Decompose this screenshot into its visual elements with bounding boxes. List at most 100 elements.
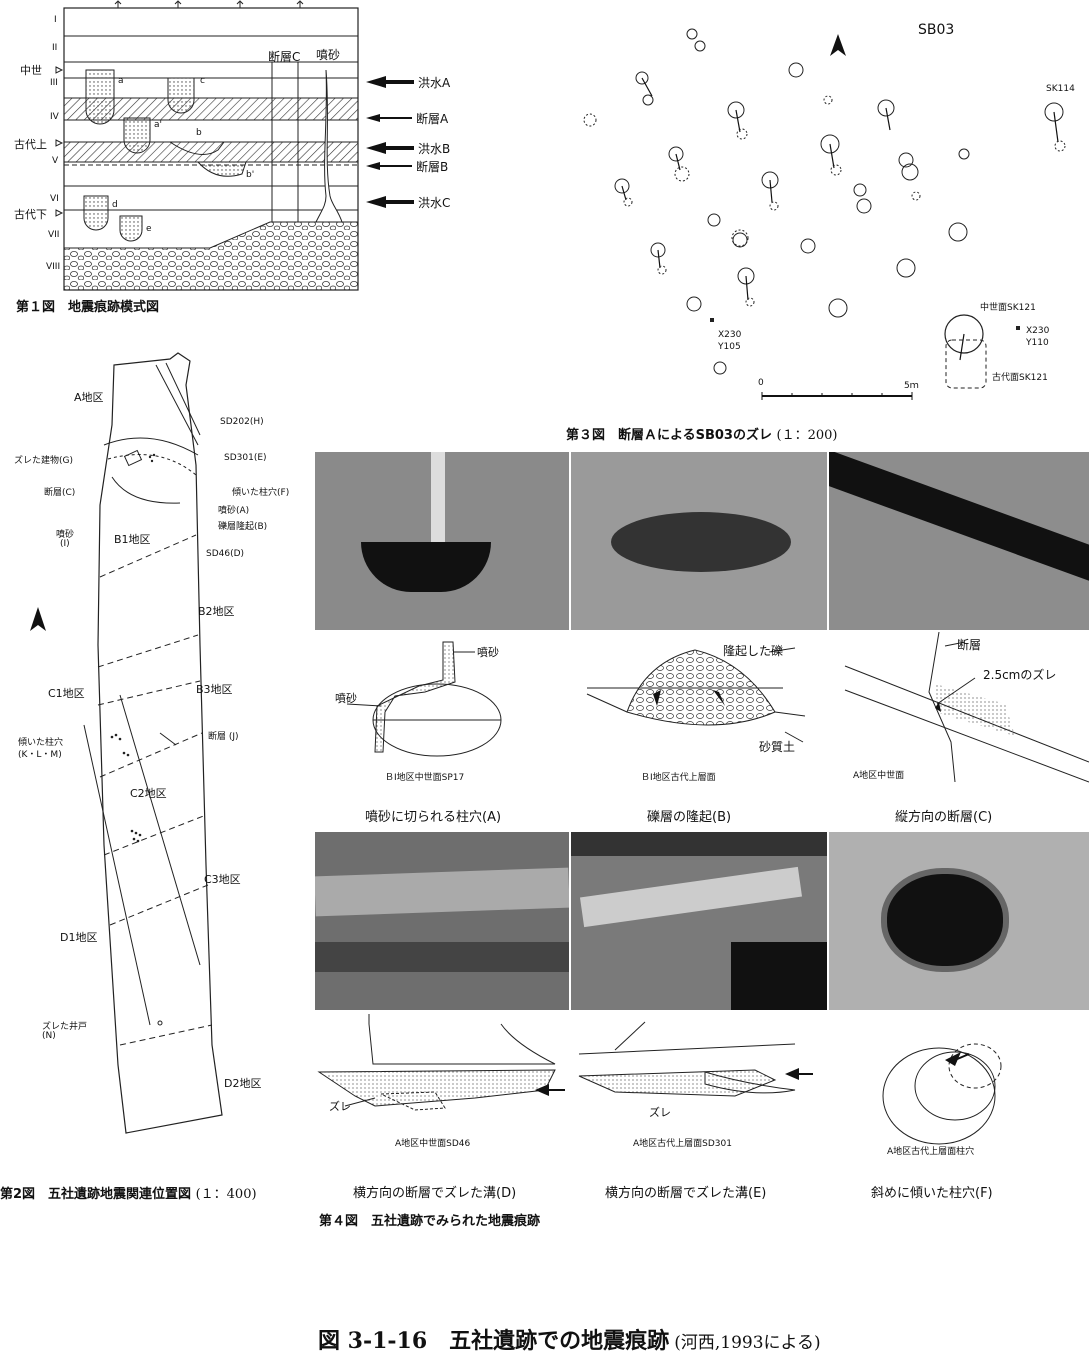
fig1-pit-e: e [146,224,152,234]
fig4-panel: 噴砂 噴砂 ＢⅠ地区中世面SP17 噴砂に切られる柱穴(A) 隆起した礫 砂質土… [315,452,1089,1242]
fig1-pit-b: b [196,128,202,138]
fig2-zone-c1: C1地区 [48,687,85,700]
fig1-pit-a: a [118,76,124,86]
fig2-caption-scale: (１：400) [195,1187,257,1202]
fig4-a-sub: ＢⅠ地区中世面SP17 [385,773,465,783]
fig3-svg [583,28,1066,400]
fig1-diagram: I II III IV V VI VII VIII 中世 古代上 古代下 断層C… [0,0,480,320]
fig1-svg [55,0,414,291]
fig1-fault-c-label: 断層C [268,50,301,64]
fig2-zone-c2: C2地区 [130,787,167,800]
fig2-zone-b1: B1地区 [114,533,151,546]
fig1-event-flood-c: 洪水C [418,196,451,210]
fig1-pit-a-prime: a' [154,120,162,130]
fig3-label-x230-a: X230 [718,330,742,340]
fig1-layer-2: II [52,43,58,53]
fig2-feature-tilted-posts-code: (K・L・M) [18,750,62,760]
fig2-feature-gravel-b: 礫層隆起(B) [218,522,268,532]
fig2-zone-a: A地区 [74,391,104,404]
fig1-layer-1: I [54,15,57,25]
fig1-layer-7: VII [48,230,60,240]
fig2-feature-sand-i: 噴砂 [56,530,75,540]
fig3-label-sk121-ancient: 古代面SK121 [992,373,1048,383]
fig4-d-label-offset: ズレ [329,1100,351,1113]
fig4-e-title: 横方向の断層でズレた溝(E) [605,1186,767,1201]
fig2-feature-building: ズレた建物(G) [14,456,73,466]
main-caption-source: (河西,1993による) [674,1333,821,1353]
fig4-photo-e [571,832,827,1010]
fig2-feature-fault-c: 断層(C) [44,488,76,498]
fig1-era-ancient-lower: 古代下 [14,208,47,221]
fig3-title: SB03 [918,22,955,38]
fig2-feature-sd301: SD301(E) [224,453,267,463]
fig3-caption-scale: (１：200) [776,428,838,443]
fig1-layer-5: V [52,156,59,166]
fig4-c-sub: A地区中世面 [853,771,905,781]
fig1-caption: 第１図 地震痕跡模式図 [16,300,160,315]
fig1-event-flood-a: 洪水A [418,76,451,90]
fig2-feature-well-code: (N) [42,1031,56,1041]
fig4-photo-b [571,452,827,630]
fig3-label-x230-b: X230 [1026,326,1050,336]
fig3-caption-text: 第３図 断層ＡによるSB03のズレ [566,428,772,443]
fig4-caption: 第４図 五社遺跡でみられた地震痕跡 [319,1214,541,1229]
fig3-label-y110: Y110 [1026,338,1049,348]
fig3-scale-end: 5ｍ [904,381,919,391]
fig3-label-sk114: SK114 [1046,84,1075,94]
fig2-zone-c3: C3地区 [204,873,241,886]
fig4-a-label-sand-left: 噴砂 [335,692,357,705]
fig4-sketches-row2 [317,1014,1002,1145]
fig2-feature-sand-i-code: (I) [60,539,70,549]
fig4-photo-c [829,452,1089,630]
fig1-layer-6: VI [50,194,59,204]
fig4-d-sub: A地区中世面SD46 [395,1139,471,1149]
fig4-photo-d [315,832,569,1010]
fig4-c-label-fault: 断層 [957,638,982,652]
fig2-zone-d2: D2地区 [224,1077,262,1090]
fig2-zone-d1: D1地区 [60,931,98,944]
main-caption-title: 図 3-1-16 五社遺跡での地震痕跡 [318,1328,670,1354]
fig2-diagram: A地区 B1地区 B2地区 B3地区 C1地区 C2地区 C3地区 D1地区 D… [0,345,315,1215]
fig4-c-label-offset: 2.5cmのズレ [983,668,1057,682]
fig1-event-flood-b: 洪水B [418,142,451,156]
fig2-feature-fault-j: 断層 (J) [208,732,239,742]
fig4-b-sub: ＢⅠ地区古代上層面 [641,773,716,783]
fig1-pit-d: d [112,200,118,210]
fig2-feature-sand-a: 噴砂(A) [218,506,250,516]
fig4-sketches-row1 [346,632,1089,783]
fig3-caption: 第３図 断層ＡによるSB03のズレ (１：200) [566,424,837,443]
fig1-layer-4: IV [50,112,59,122]
fig4-b-label-sandy-soil: 砂質土 [759,740,796,754]
fig4-c-title: 縦方向の断層(C) [895,810,993,825]
fig4-a-title: 噴砂に切られる柱穴(A) [365,810,502,825]
fig1-era-ancient-upper: 古代上 [14,138,47,151]
fig2-feature-sd202: SD202(H) [220,417,264,427]
fig2-caption: 第2図 五社遺跡地震関連位置図 (１：400) [0,1183,257,1202]
fig4-b-title: 礫層の隆起(B) [647,810,732,825]
fig4-d-title: 横方向の断層でズレた溝(D) [353,1186,517,1201]
fig4-e-label-offset: ズレ [649,1106,671,1119]
fig3-label-y105: Y105 [718,342,741,352]
fig4-f-sub: A地区古代上層面柱穴 [887,1147,975,1157]
fig4-photo-f [829,832,1089,1010]
fig4-a-label-sand-top: 噴砂 [477,646,499,659]
fig2-caption-text: 第2図 五社遺跡地震関連位置図 [0,1187,192,1202]
fig3-diagram: SB03 SK114 中世面SK121 古代面SK121 X230 Y105 X… [560,0,1089,445]
fig4-f-title: 斜めに傾いた柱穴(F) [871,1186,993,1201]
fig1-event-fault-b: 断層B [416,160,449,174]
main-caption: 図 3-1-16 五社遺跡での地震痕跡 (河西,1993による) [318,1323,821,1355]
fig2-zone-b2: B2地区 [198,605,235,618]
fig3-scale-start: 0 [758,378,764,388]
fig2-feature-well: ズレた井戸 [42,1022,88,1032]
fig4-photo-a [315,452,569,630]
fig1-era-medieval: 中世 [20,64,42,77]
fig2-svg [30,352,223,1134]
fig2-feature-tilted-posts: 傾いた柱穴 [18,738,64,748]
fig2-zone-b3: B3地区 [196,683,233,696]
fig1-pit-c: c [200,76,205,86]
fig2-feature-sd46: SD46(D) [206,549,245,559]
fig2-feature-tilted-post-f: 傾いた柱穴(F) [232,488,290,498]
fig4-e-sub: A地区古代上層面SD301 [633,1139,732,1149]
fig1-layer-8: VIII [46,262,61,272]
fig1-sand-label: 噴砂 [316,48,341,62]
